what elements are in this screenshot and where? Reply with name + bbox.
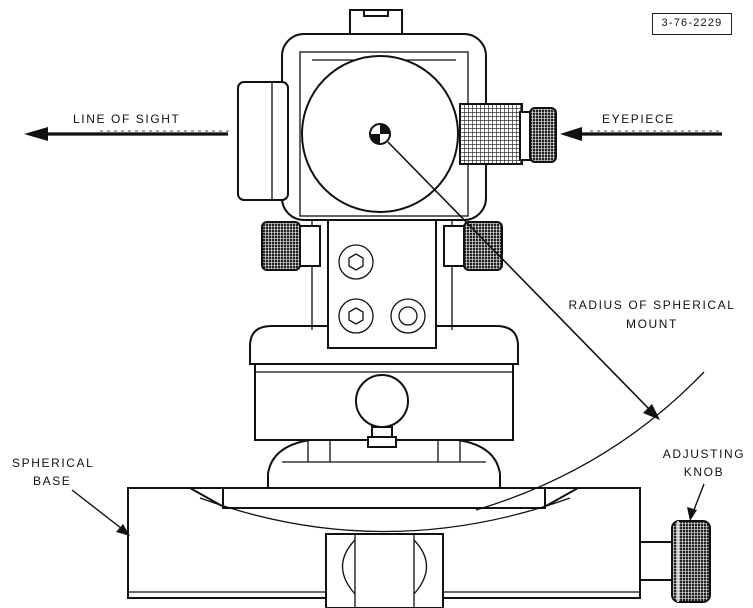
adjusting-knob: [639, 520, 711, 603]
side-clamp-knobs: [261, 221, 503, 271]
eyepiece-label: EYEPIECE: [602, 112, 675, 126]
eyepiece: [459, 103, 557, 165]
adjusting-knob-label-line2: KNOB: [683, 465, 725, 479]
eyepiece-arrow: [560, 127, 722, 141]
spherical-base-label-line2: BASE: [33, 474, 72, 488]
telescope-head: [237, 9, 487, 221]
adjusting-knob-label-line1: ADJUSTING: [662, 447, 746, 461]
line-of-sight-label: LINE OF SIGHT: [73, 112, 181, 126]
spherical-base-label-line1: SPHERICAL: [12, 456, 95, 470]
radius-label-line1: RADIUS OF SPHERICAL: [568, 298, 736, 312]
spherical-base-leader: [71, 489, 130, 536]
lower-mount: [249, 325, 519, 489]
figure-id-box: 3-76-2229: [652, 13, 732, 35]
adjusting-knob-leader: [687, 483, 705, 521]
line-of-sight-arrow: [24, 127, 230, 141]
radius-label-line2: MOUNT: [626, 317, 678, 331]
radius-line: [387, 141, 705, 511]
column: [311, 219, 453, 349]
spherical-base: [127, 487, 641, 608]
